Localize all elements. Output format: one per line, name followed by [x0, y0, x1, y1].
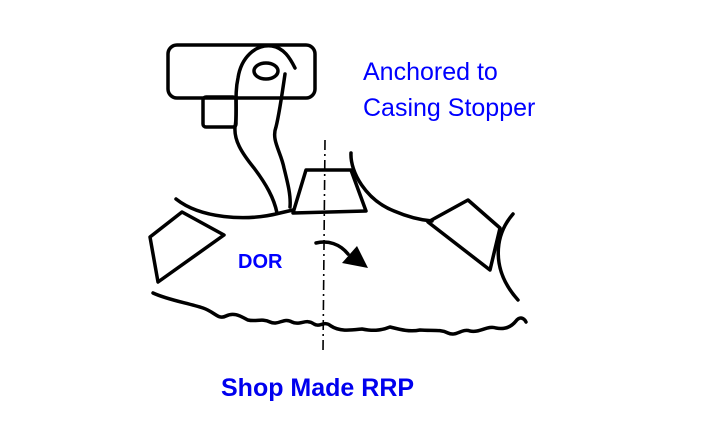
- center-line: [322, 139, 326, 353]
- dor-arrow-shaft: [314, 240, 350, 256]
- right-cutter: [426, 198, 502, 272]
- center-cutter: [291, 168, 368, 215]
- casing-stopper: [166, 43, 317, 100]
- anchor-annotation: Anchored to Casing Stopper: [363, 54, 535, 126]
- right-outline: [496, 212, 520, 302]
- anchor-arm-edge: [272, 72, 292, 209]
- anchor-annotation-line-1: Anchored to: [363, 58, 498, 86]
- stopper-lug: [201, 95, 238, 129]
- anchor-hole: [252, 61, 280, 81]
- anchor-arm: [233, 44, 297, 215]
- top-outline: [174, 197, 295, 220]
- bottom-broken-edge: [151, 291, 528, 336]
- anchor-annotation-line-2: Casing Stopper: [363, 94, 536, 122]
- dor-label: DOR: [238, 251, 283, 273]
- dor-arrowhead: [342, 246, 368, 268]
- diagram-caption: Shop Made RRP: [221, 374, 415, 402]
- top-outline-right: [349, 151, 434, 223]
- left-cutter: [148, 210, 226, 284]
